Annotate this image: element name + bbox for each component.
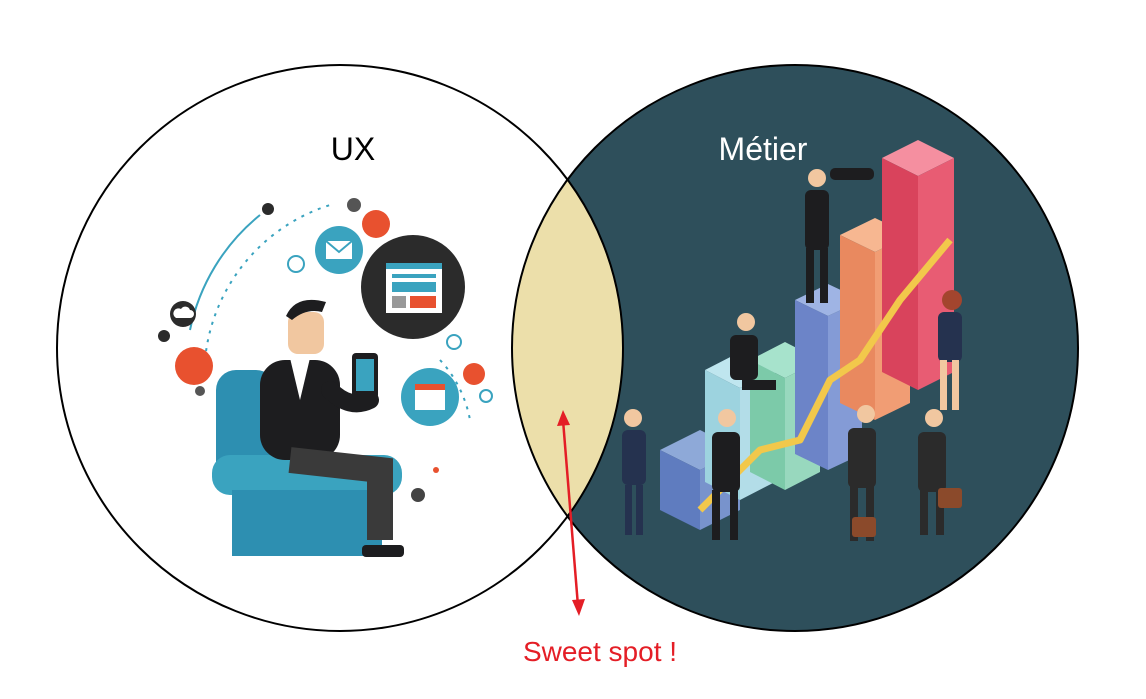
ux-circle-outline [56,64,624,632]
sweet-spot-arrow-icon [557,410,585,616]
sweet-spot-annotation: Sweet spot ! [523,636,677,667]
metier-label: Métier [719,131,808,167]
metier-circle-outline [511,64,1079,632]
man-on-phone-in-armchair-icon [158,198,493,557]
ux-label: UX [331,131,375,167]
business-team-bar-chart-icon [622,140,962,541]
